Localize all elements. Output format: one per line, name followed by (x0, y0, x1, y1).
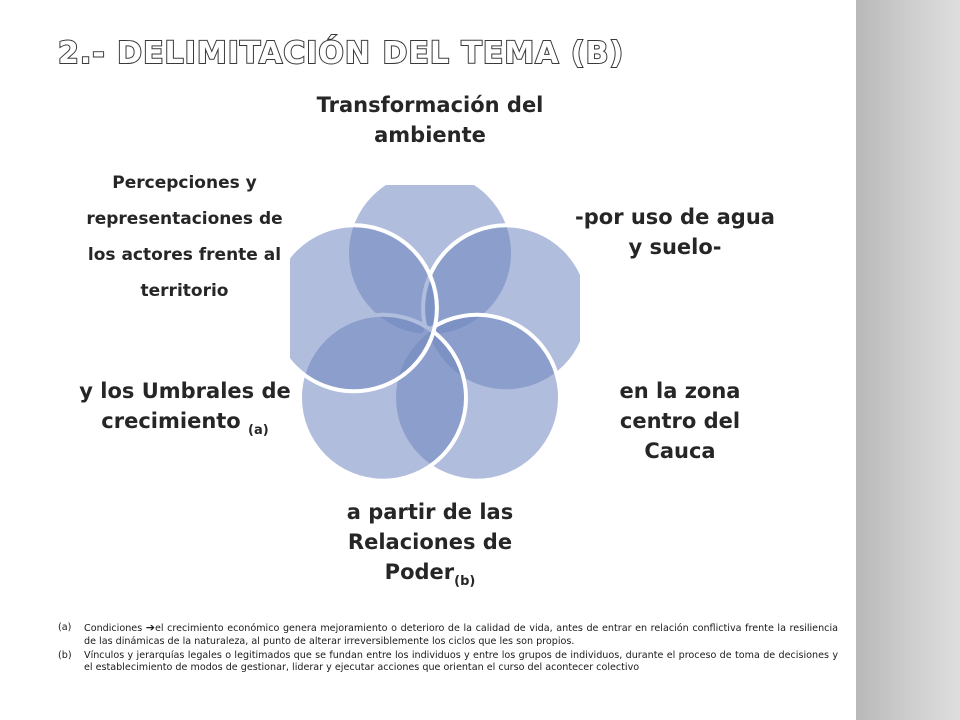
slide-title: 2.- Delimitación del tema (b) (57, 35, 625, 72)
footnote-a-pre: Condiciones (84, 623, 146, 634)
circle-left-lower (290, 223, 439, 394)
footnote-a: (a) Condiciones ➔el crecimiento económic… (58, 621, 838, 649)
footnote-a-text: Condiciones ➔el crecimiento económico ge… (84, 621, 838, 649)
arrow-right-icon: ➔ (145, 621, 155, 634)
label-transformacion: Transformación del ambiente (316, 93, 544, 147)
label-percepciones: Percepciones y representaciones de los a… (86, 173, 283, 301)
label-relaciones-poder-sub: (b) (454, 574, 476, 589)
footnote-b: (b) Vínculos y jerarquías legales o legi… (58, 650, 838, 676)
label-umbrales-sub: (a) (248, 423, 269, 438)
footnotes: (a) Condiciones ➔el crecimiento económic… (58, 621, 838, 676)
footnote-b-text: Vínculos y jerarquías legales o legitima… (84, 650, 838, 676)
venn-flower-diagram (290, 185, 580, 483)
label-umbrales-text: y los Umbrales de crecimiento (79, 379, 291, 433)
label-umbrales: y los Umbrales de crecimiento (a) (75, 376, 295, 446)
footnote-a-body: el crecimiento económico genera mejorami… (84, 623, 838, 647)
label-zona-cauca: en la zona centro del Cauca (619, 379, 741, 463)
label-uso-agua-suelo: -por uso de agua y suelo- (575, 205, 775, 259)
footnote-b-mark: (b) (58, 649, 72, 661)
right-sidebar-band (856, 0, 960, 720)
label-relaciones-poder-text: a partir de las Relaciones de Poder (346, 500, 514, 584)
footnote-b-body: Vínculos y jerarquías legales o legitima… (84, 649, 838, 674)
label-relaciones-poder: a partir de las Relaciones de Poder(b) (315, 497, 545, 597)
footnote-a-mark: (a) (58, 622, 72, 633)
